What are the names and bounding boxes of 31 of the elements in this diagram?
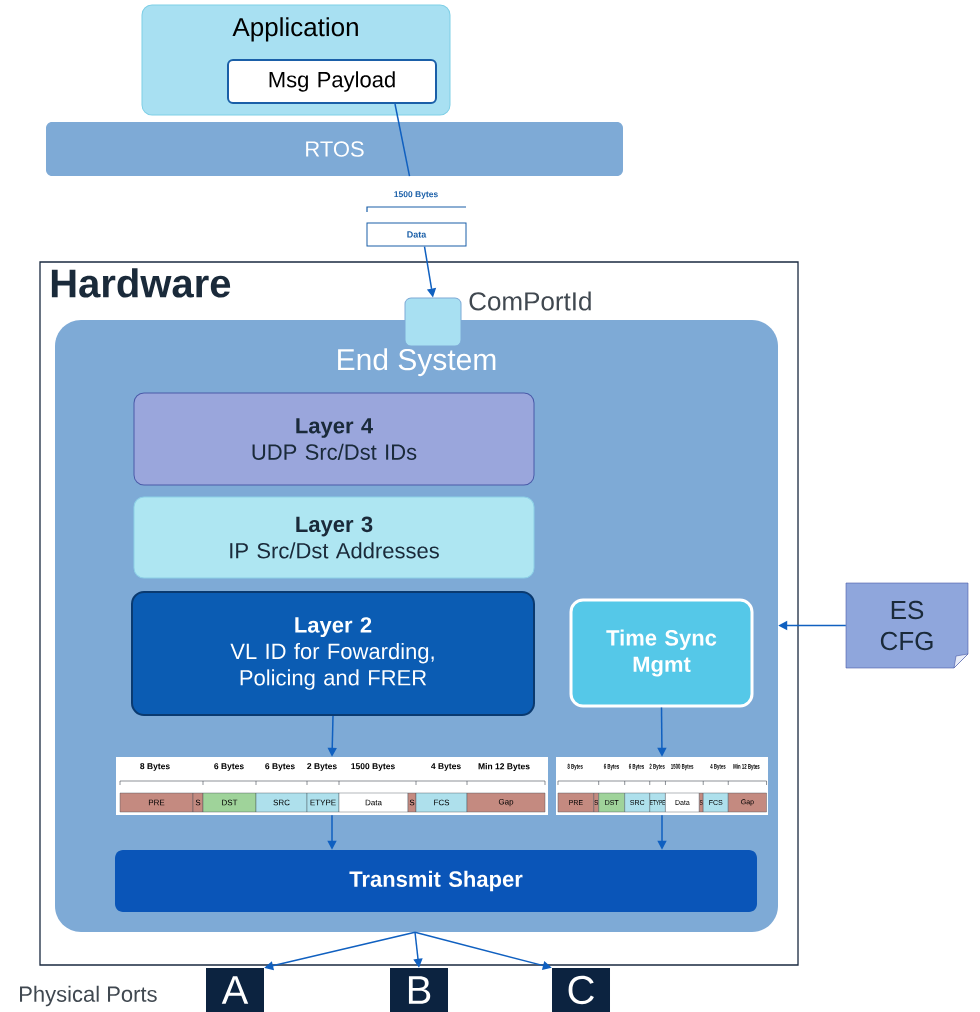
frame-cell: FCS (415, 792, 468, 813)
port-box: C (552, 968, 610, 1012)
frame-cell: SRC (255, 792, 308, 813)
byte-count-label: 2 Bytes (307, 763, 337, 771)
sync-box: Time Sync Mgmt (569, 598, 754, 708)
byte-count-label: 6 Bytes (214, 763, 244, 771)
byte-count-label: 6 Bytes (265, 763, 295, 771)
byte-count-label: 8 Bytes (140, 763, 170, 771)
layer-box: Layer 4 UDP Src/Dst IDs (133, 392, 535, 486)
layer-box: Layer 2 VL ID for Fowarding, Policing and FRER (131, 591, 535, 716)
frame-cell: S (407, 792, 417, 813)
frame-cell: Data (338, 792, 409, 813)
byte-count-label: Min 12 Bytes (478, 763, 530, 771)
dimension-label: 1500 Bytes (394, 191, 438, 199)
frame-cell: Gap (466, 792, 546, 813)
port-box: A (206, 968, 264, 1012)
frame-cell: ETYPE (306, 792, 340, 813)
layer-box: Layer 3 IP Src/Dst Addresses (133, 496, 535, 579)
frame-cell: DST (202, 792, 257, 813)
shaper-bar: Transmit Shaper (115, 850, 757, 912)
rtos-bar: RTOS (46, 122, 623, 176)
byte-count-label: 4 Bytes (431, 763, 461, 771)
config-document: ES CFG (845, 582, 969, 669)
port-box: B (390, 968, 448, 1012)
port-label: ComPortId (469, 291, 591, 311)
axis-label: Physical Ports (20, 985, 157, 1007)
port-square (404, 297, 462, 347)
frame-cell: S (192, 792, 204, 813)
payload-box: Msg Payload (227, 59, 437, 104)
byte-count-label: 1500 Bytes (351, 763, 395, 771)
data-field-box: Data (366, 222, 467, 247)
